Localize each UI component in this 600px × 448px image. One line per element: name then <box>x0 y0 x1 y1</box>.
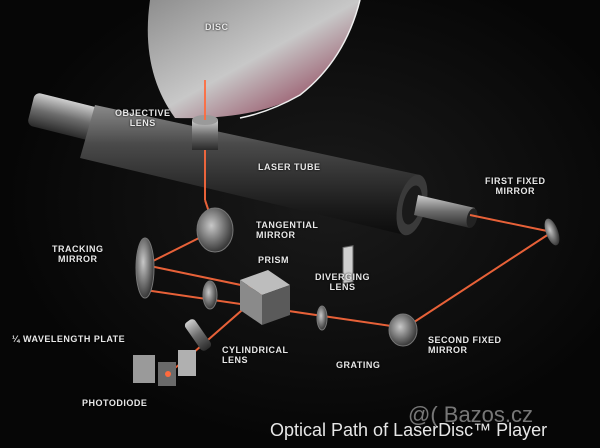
label-tangential-mirror: TANGENTIAL MIRROR <box>256 220 319 240</box>
label-laser-tube: LASER TUBE <box>258 162 321 172</box>
photodiode-shape <box>133 350 196 386</box>
prism-shape <box>240 270 290 325</box>
disc-platter <box>147 0 360 119</box>
label-second-fixed-mirror: SECOND FIXED MIRROR <box>428 335 502 355</box>
label-photodiode: PHOTODIODE <box>82 398 148 408</box>
diagram-caption: Optical Path of LaserDisc™ Player <box>270 420 548 440</box>
disc-edge <box>239 0 361 119</box>
second-fixed-mirror-shape <box>388 313 418 347</box>
label-first-fixed-mirror: FIRST FIXED MIRROR <box>485 176 546 196</box>
tracking-mirror-shape <box>135 237 155 299</box>
grating-shape <box>342 245 354 285</box>
label-cylindrical-lens: CYLINDRICAL LENS <box>222 345 289 365</box>
first-fixed-mirror-shape <box>544 218 560 246</box>
diverging-lens-shape <box>316 305 328 331</box>
cylindrical-lens-shape <box>184 319 212 351</box>
label-tracking-mirror: TRACKING MIRROR <box>52 244 104 264</box>
label-prism: PRISM <box>258 255 290 265</box>
quarter-wave-plate-shape <box>202 280 218 310</box>
tangential-mirror-shape <box>196 207 234 253</box>
label-quarter-wavelength-plate: ¼ WAVELENGTH PLATE <box>12 334 126 344</box>
label-disc: DISC <box>205 22 229 32</box>
laser-tube-assembly <box>28 93 478 236</box>
label-grating: GRATING <box>336 360 381 370</box>
watermark: @( Bazos.cz <box>408 402 534 427</box>
label-objective-lens: OBJECTIVE LENS <box>115 108 171 128</box>
objective-lens-block <box>192 115 218 150</box>
label-diverging-lens: DIVERGING LENS <box>315 272 371 292</box>
